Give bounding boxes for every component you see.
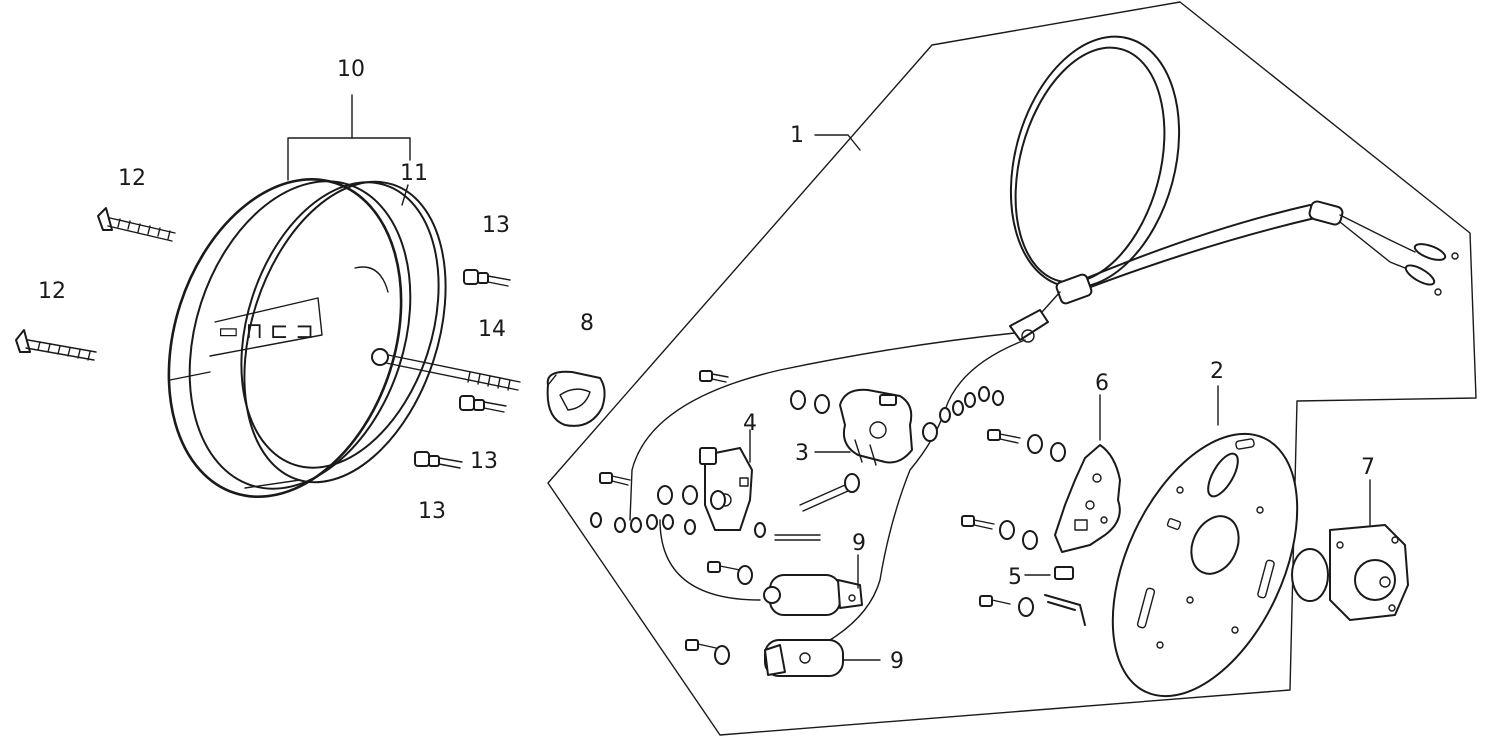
callout-9-upper: 9 (852, 531, 866, 556)
callout-3: 3 (795, 441, 809, 466)
callout-12-upper: 12 (118, 166, 146, 191)
governor-unit (1291, 524, 1409, 621)
callout-6: 6 (1095, 371, 1109, 396)
svg-text:▭ ⊓ ⊏ ⊐: ▭ ⊓ ⊏ ⊐ (218, 319, 314, 344)
callout-8: 8 (580, 311, 594, 336)
callout-1: 1 (790, 123, 804, 148)
callout-10: 10 (337, 57, 365, 82)
callout-7: 7 (1361, 455, 1375, 480)
callout-2: 2 (1210, 359, 1224, 384)
cover-housing: ▭ ⊓ ⊏ ⊐ (167, 177, 440, 499)
cover-screw-lower (15, 329, 97, 361)
callout-13-lower: 13 (418, 499, 446, 524)
callout-4: 4 (743, 411, 757, 436)
cover-stud-bolt (371, 348, 521, 391)
spring-clip (1044, 566, 1086, 626)
callout-9-lower: 9 (890, 649, 904, 674)
wire-harness (629, 35, 1459, 641)
cover-screw-upper (97, 207, 176, 242)
leader-lines (287, 94, 1371, 661)
callout-13-middle: 13 (470, 449, 498, 474)
cover-bolt-a (463, 269, 511, 287)
callout-5: 5 (1008, 565, 1022, 590)
base-plate (1054, 444, 1121, 553)
callout-11: 11 (400, 161, 428, 186)
callout-14: 14 (478, 317, 506, 342)
contact-breaker-point (839, 388, 913, 466)
ignition-coil-upper (763, 574, 863, 616)
cover-bolt-c (414, 451, 463, 469)
cover-bolt-b (459, 395, 507, 413)
callout-12-lower: 12 (38, 279, 66, 304)
cover-gasket (243, 180, 447, 484)
grommet-part (546, 370, 606, 427)
assembly-boundary-outline (547, 1, 1477, 736)
callout-13-upper: 13 (482, 213, 510, 238)
ignition-coil-lower (764, 639, 844, 677)
stator-plate (1111, 432, 1299, 698)
small-screws-and-washers (590, 370, 1066, 665)
condenser-base (699, 447, 753, 531)
